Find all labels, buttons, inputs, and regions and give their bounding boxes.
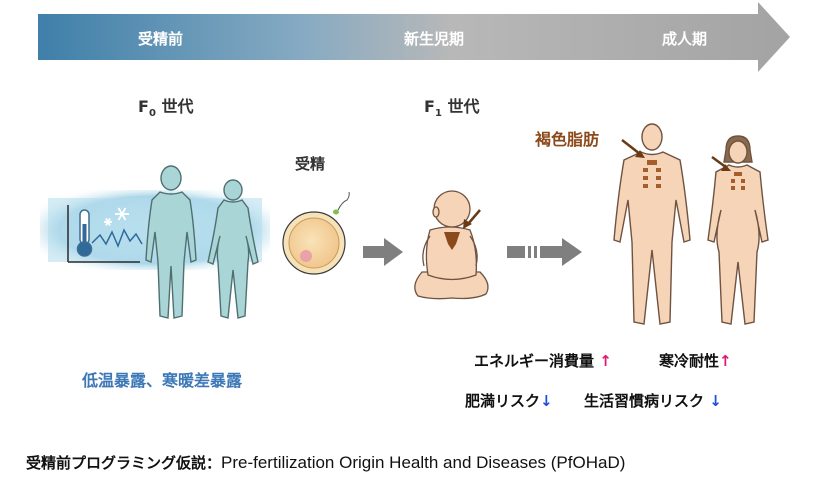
up-arrow-icon: ↑ (719, 352, 732, 370)
f0-generation-label: F0 世代 (138, 97, 194, 120)
f0-female-figure (207, 179, 259, 319)
thermometer-icon (67, 205, 140, 263)
down-arrow-icon: ↓ (709, 392, 722, 410)
footer-caption: 受精前プログラミング仮説：Pre-fertilization Origin He… (26, 452, 625, 473)
exposure-label: 低温暴露、寒暖差暴露 (82, 371, 243, 390)
adult-female-brown-fat (731, 172, 745, 190)
fertilization-label: 受精 (295, 155, 326, 173)
snowflake-icon (104, 207, 129, 226)
process-arrow-1 (363, 238, 403, 266)
brown-fat-arrow-baby (463, 209, 481, 229)
timeline-arrow (38, 2, 790, 72)
baby-figure (414, 190, 489, 300)
adult-female-figure (707, 135, 769, 325)
effect-cold-tolerance: 寒冷耐性↑ (659, 352, 732, 370)
f1-generation-label: F1 世代 (424, 97, 480, 120)
footer-title: 受精前プログラミング仮説： (26, 454, 222, 472)
adult-male-figure (613, 123, 691, 325)
effect-obesity-risk: 肥満リスク↓ (465, 392, 553, 410)
stage-prefertilization: 受精前 (138, 30, 184, 48)
brown-fat-arrow-male (621, 139, 645, 158)
footer-english: Pre-fertilization Origin Health and Dise… (221, 453, 626, 472)
stage-neonatal: 新生児期 (404, 30, 465, 48)
up-arrow-icon: ↑ (599, 352, 612, 370)
effect-energy-expenditure: エネルギー消費量 ↑ (474, 352, 612, 370)
effect-lifestyle-disease-risk: 生活習慣病リスク ↓ (584, 392, 722, 410)
f0-male-figure (145, 165, 197, 319)
brown-fat-label: 褐色脂肪 (535, 130, 600, 149)
process-arrow-2 (507, 238, 582, 266)
temperature-wave (91, 228, 143, 249)
brown-fat-arrow-female (711, 155, 731, 171)
fertilized-egg (282, 191, 350, 275)
baby-brown-fat (444, 232, 460, 250)
stage-adult: 成人期 (662, 30, 708, 48)
adult-male-brown-fat (643, 160, 661, 188)
down-arrow-icon: ↓ (540, 392, 553, 410)
